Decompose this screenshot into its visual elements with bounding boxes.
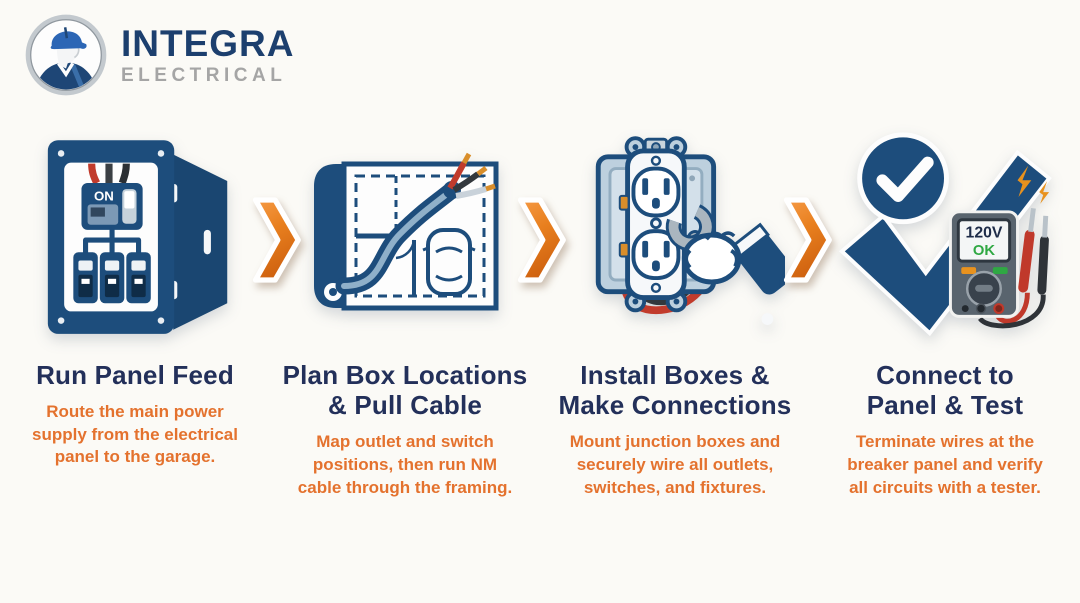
door-swing-arc xyxy=(395,239,416,260)
panel-door-handle xyxy=(203,229,211,255)
multimeter-screen xyxy=(956,218,1012,263)
chevron-right-icon xyxy=(783,197,832,283)
copper-tip xyxy=(485,183,496,192)
blueprint-cable-icon xyxy=(314,152,499,311)
green-indicator xyxy=(992,267,1008,274)
desc-line: all circuits with a tester. xyxy=(849,477,1041,497)
desc-line: switches, and fixtures. xyxy=(583,477,767,497)
multimeter-ok-status: OK xyxy=(973,243,996,259)
step-3-description: Mount junction boxes and securely wire a… xyxy=(570,431,781,499)
multimeter: 120V OK xyxy=(948,210,1019,318)
step-1-title: Run Panel Feed xyxy=(36,360,234,390)
breaker-on-label: ON xyxy=(93,188,113,203)
outlet-wiring-wrench-icon xyxy=(595,136,785,325)
desc-line: Terminate wires at the xyxy=(855,432,1035,452)
red-wire xyxy=(87,163,100,185)
title-line: Plan Box Locations xyxy=(282,360,528,390)
title-line: Install Boxes & xyxy=(580,360,770,390)
step-2: Plan Box Locations & Pull Cable Map outl… xyxy=(270,116,540,499)
desc-line: supply from the electrical xyxy=(32,424,238,444)
lightning-bolt-icon xyxy=(1039,181,1050,204)
step-3-title: Install Boxes & Make Connections xyxy=(559,360,792,420)
chevron-right-icon xyxy=(517,197,566,283)
chevron-right-icon xyxy=(252,197,301,283)
white-wire xyxy=(455,186,487,199)
step-2-title: Plan Box Locations & Pull Cable xyxy=(283,360,528,420)
step-1-icon-area: ON xyxy=(33,116,238,356)
desc-line: securely wire all outlets, xyxy=(576,454,774,474)
desc-line: Route the main power xyxy=(46,402,224,422)
black-wire xyxy=(452,171,480,193)
desc-line: panel to the garage. xyxy=(54,447,216,467)
title-line: Run Panel Feed xyxy=(36,360,234,390)
desc-line: breaker panel and verify xyxy=(847,454,1043,474)
step-4-title: Connect to Panel & Test xyxy=(867,360,1024,420)
multimeter-voltage-reading: 120V xyxy=(966,224,1003,241)
electrical-panel-icon: ON xyxy=(47,140,227,334)
step-4: 120V OK xyxy=(810,116,1080,499)
checkmark-multimeter-icon: 120V OK xyxy=(838,132,1052,337)
step-4-description: Terminate wires at the breaker panel and… xyxy=(847,431,1043,499)
black-probe xyxy=(1037,215,1049,295)
copper-tip xyxy=(461,152,472,165)
steps-row: ON xyxy=(0,116,1080,499)
step-3: Install Boxes & Make Connections Mount j… xyxy=(540,116,810,499)
branch-breakers xyxy=(72,252,151,304)
brand-wordmark: INTEGRA ELECTRICAL xyxy=(121,25,295,85)
title-line: Panel & Test xyxy=(866,390,1024,421)
lightning-bolt-icon xyxy=(1017,165,1032,198)
step-1: ON xyxy=(0,116,270,499)
brand-subtitle: ELECTRICAL xyxy=(121,65,287,86)
title-line: Connect to xyxy=(876,360,1014,390)
title-line: & Pull Cable xyxy=(327,390,483,421)
step-2-icon-area xyxy=(300,116,510,356)
step-3-icon-area xyxy=(565,116,785,356)
red-probe xyxy=(1018,207,1036,293)
car-icon xyxy=(422,228,476,296)
desc-line: positions, then run NM xyxy=(312,454,498,474)
worker-hard-hat-badge-icon xyxy=(25,14,107,96)
check-circle-badge xyxy=(857,132,949,225)
orange-indicator xyxy=(961,267,977,274)
brand-name: INTEGRA xyxy=(121,23,295,64)
hand-icon xyxy=(681,222,785,325)
copper-tip xyxy=(476,166,488,176)
step-2-description: Map outlet and switch positions, then ru… xyxy=(298,431,512,499)
brand-logo: INTEGRA ELECTRICAL xyxy=(24,13,295,97)
desc-line: Mount junction boxes and xyxy=(569,432,781,452)
title-line: Make Connections xyxy=(558,390,792,421)
step-1-description: Route the main power supply from the ele… xyxy=(32,401,238,469)
red-wire xyxy=(447,161,467,190)
desc-line: Map outlet and switch xyxy=(316,432,494,452)
desc-line: cable through the framing. xyxy=(297,477,513,497)
black-wire xyxy=(118,163,130,185)
step-4-icon-area: 120V OK xyxy=(834,116,1056,356)
